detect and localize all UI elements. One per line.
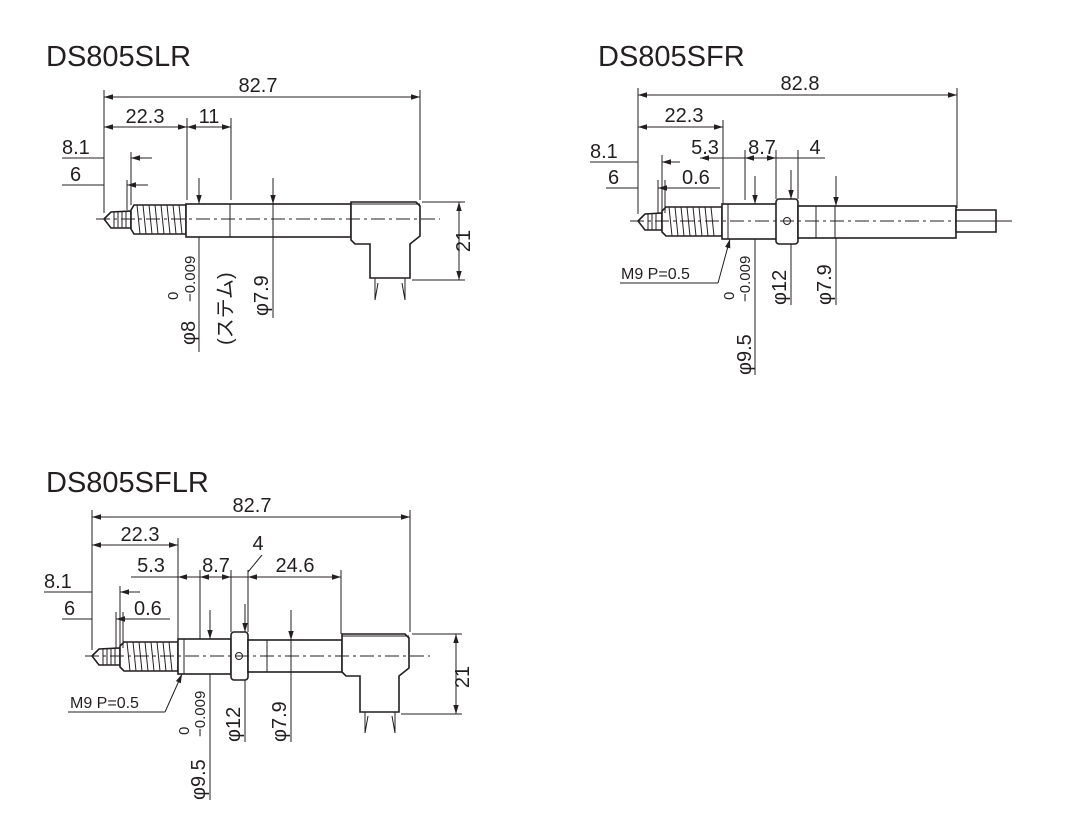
dim-8-1: 8.1	[590, 141, 618, 163]
dim-5-3: 5.3	[691, 137, 719, 159]
drawing-ds805sflr: DS805SFLR	[44, 467, 474, 800]
dim-diameter-7-9: φ7.9	[269, 701, 291, 742]
drawing-ds805sfr: DS805SFR	[590, 41, 1012, 375]
dim-5-3: 5.3	[137, 555, 165, 577]
drawing-title: DS805SFLR	[46, 467, 209, 499]
dim-overall-length: 82.7	[233, 495, 272, 517]
dim-6: 6	[64, 598, 75, 620]
tol-upper: 0	[176, 727, 193, 735]
dim-height: 21	[452, 666, 474, 688]
dim-diameter-9-5: φ9.5	[734, 334, 756, 375]
dim-diameter-7-9: φ7.9	[814, 264, 836, 305]
drawing-title: DS805SLR	[46, 41, 191, 73]
thread-spec: M9 P=0.5	[621, 266, 690, 283]
dim-6: 6	[608, 167, 619, 189]
dimension-lines	[62, 90, 465, 352]
dim-6: 6	[70, 164, 81, 186]
tol-upper: 0	[721, 292, 738, 300]
dim-8-1: 8.1	[62, 137, 90, 159]
dim-0-6: 0.6	[682, 167, 710, 189]
drawing-ds805slr: DS805SLR	[46, 41, 475, 352]
dimension-labels: 82.7 22.3 11 8.1 6 21 φ8 0 −0.009 (ステム) …	[62, 75, 475, 345]
dim-stem-diameter: φ8	[178, 321, 200, 345]
tol-lower: −0.009	[737, 256, 754, 302]
probe-body	[630, 198, 1012, 245]
drawing-title: DS805SFR	[598, 41, 745, 73]
dim-height: 21	[453, 230, 475, 252]
dim-8-7: 8.7	[202, 555, 230, 577]
dim-diameter-12: φ12	[769, 270, 791, 305]
dim-8-7: 8.7	[748, 137, 776, 159]
dim-22-3: 22.3	[665, 105, 704, 127]
tol-upper: 0	[165, 292, 182, 300]
dim-0-6: 0.6	[134, 598, 162, 620]
dim-diameter-12: φ12	[223, 707, 245, 742]
dim-diameter-9-5: φ9.5	[188, 759, 210, 800]
dim-4: 4	[252, 533, 263, 555]
dim-22-3: 22.3	[126, 106, 165, 128]
dim-24-6: 24.6	[276, 555, 315, 577]
tol-lower: −0.009	[192, 691, 209, 737]
tol-lower: −0.009	[182, 256, 199, 302]
probe-body	[96, 201, 440, 301]
dimension-lines	[590, 88, 958, 375]
dim-diameter-7-9: φ7.9	[251, 275, 273, 316]
dim-overall-length: 82.7	[239, 75, 278, 97]
dim-11: 11	[199, 106, 220, 128]
dim-4: 4	[809, 137, 820, 159]
stem-note: (ステム)	[215, 272, 237, 345]
dimension-labels: 82.7 22.3 5.3 8.7 4 24.6 8.1 6 0.6 21 M9…	[44, 495, 474, 800]
dim-22-3: 22.3	[121, 524, 160, 546]
dim-8-1: 8.1	[44, 571, 72, 593]
dimension-lines	[44, 510, 462, 800]
thread-spec: M9 P=0.5	[70, 695, 139, 712]
probe-body	[85, 631, 430, 734]
dimension-labels: 82.8 22.3 5.3 8.7 4 8.1 6 0.6 M9 P=0.5 0…	[590, 73, 836, 375]
dim-overall-length: 82.8	[781, 73, 820, 95]
